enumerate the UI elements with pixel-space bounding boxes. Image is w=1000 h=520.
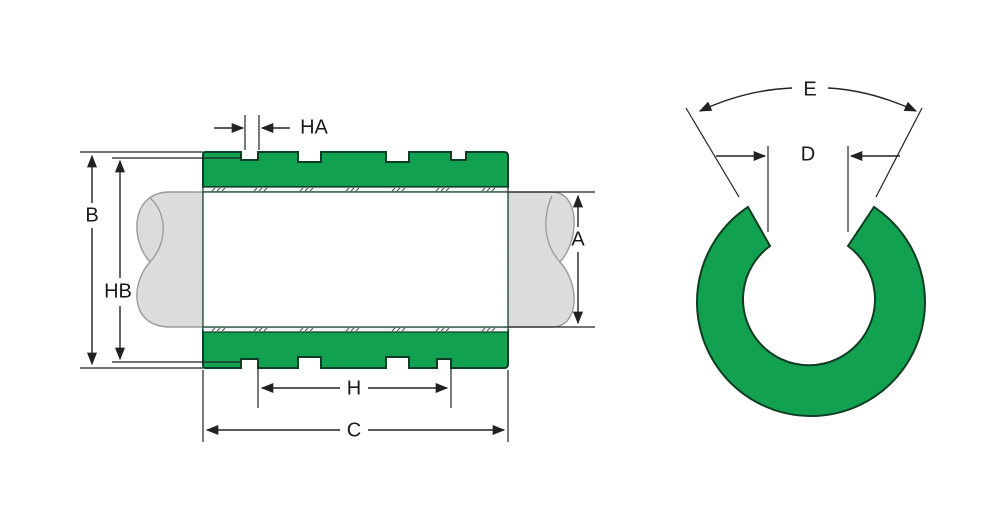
label-ha: HA	[300, 116, 328, 138]
dim-d: D	[716, 143, 900, 232]
liner-hatching	[211, 187, 496, 332]
label-b: B	[85, 204, 98, 226]
label-c: C	[347, 419, 361, 441]
label-a: A	[571, 228, 585, 250]
bearing-bore	[202, 191, 509, 328]
label-hb: HB	[104, 280, 132, 302]
dim-b: B	[80, 151, 203, 369]
end-view: E D	[685, 78, 926, 418]
label-h: H	[347, 377, 361, 399]
dim-a: A	[508, 191, 595, 328]
dim-e: E	[685, 78, 923, 198]
bearing-split-ring	[696, 205, 926, 418]
dim-ha: HA	[214, 115, 329, 150]
liner-bottom	[202, 326, 509, 333]
dim-h: H	[257, 368, 452, 408]
shaft-left	[136, 191, 204, 328]
label-e: E	[803, 78, 816, 100]
side-view: B HB HA A	[80, 115, 595, 442]
label-d: D	[801, 143, 815, 165]
bearing-bottom-wall	[202, 329, 509, 369]
dim-hb: HB	[104, 157, 241, 363]
bearing-top-wall	[202, 151, 509, 188]
liner-top	[202, 186, 509, 193]
dim-c: C	[202, 370, 509, 442]
shaft-right	[507, 191, 575, 328]
